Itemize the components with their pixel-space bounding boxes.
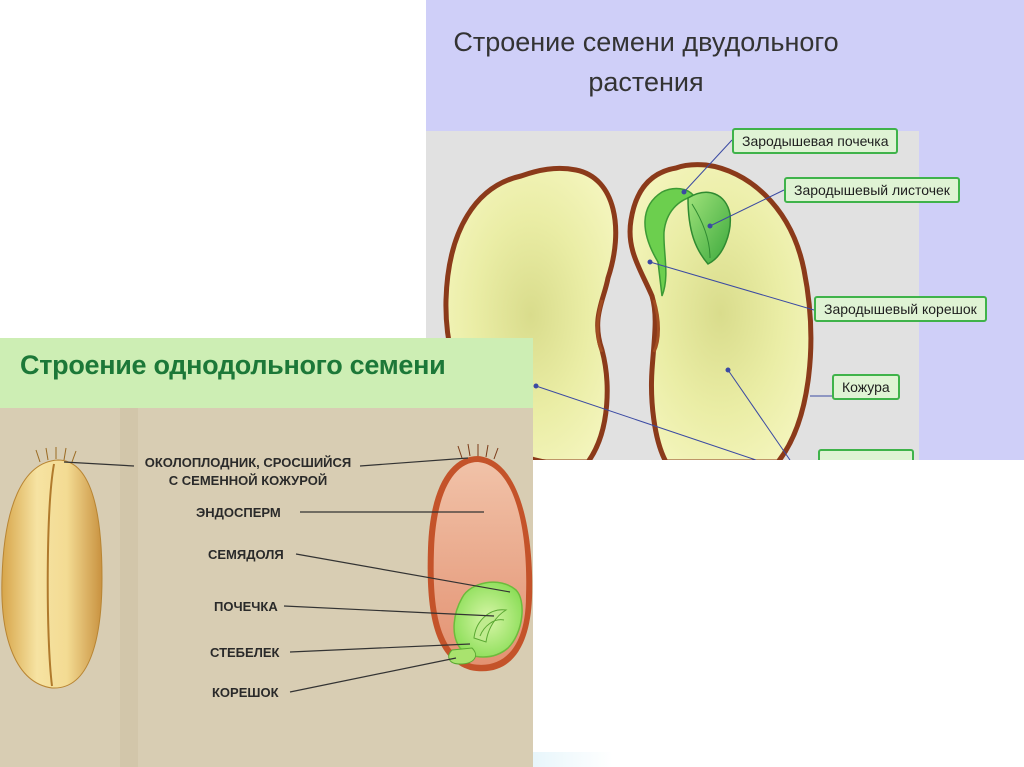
embryo-bud xyxy=(473,609,508,643)
hilum-left xyxy=(596,299,604,353)
leader-leaflet-dot xyxy=(707,223,713,229)
leader-cotyledon xyxy=(295,553,511,593)
hilum-right xyxy=(652,299,660,353)
embryo-bud-inner xyxy=(479,619,505,637)
leader-plumule xyxy=(683,139,733,193)
label-endosperm: ЭНДОСПЕРМ xyxy=(196,505,281,520)
embryo-stem-root xyxy=(448,647,476,665)
monocot-title: Строение однодольного семени xyxy=(20,350,446,380)
label-cotyledon: СЕМЯДОЛЯ xyxy=(208,547,284,562)
monocot-stripe xyxy=(120,408,138,767)
callout-cotyledon-cropped xyxy=(818,449,914,460)
leader-bud xyxy=(283,605,495,617)
monocot-seed-panel: Строение однодольного семени xyxy=(0,338,533,767)
leader-root xyxy=(289,657,457,693)
leader-plumule-dot xyxy=(681,189,687,195)
leader-cotyledon-right xyxy=(727,369,791,460)
leader-cotyledon-right-dot xyxy=(725,367,731,373)
leader-leaflet xyxy=(709,189,785,227)
monocot-seed-illustration xyxy=(0,408,533,767)
leader-stem xyxy=(289,643,471,653)
leader-pericarp-right xyxy=(359,457,469,467)
label-stem: СТЕБЕЛЕК xyxy=(210,645,280,660)
wheat-grain-hairs xyxy=(35,447,77,463)
grain-section-hairs xyxy=(457,443,499,460)
leader-cotyledon-left xyxy=(535,385,757,460)
dicot-seed-panel: Строение семени двудольного растения xyxy=(426,0,1024,460)
callout-leaflet: Зародышевый листочек xyxy=(784,177,960,203)
callout-plumule: Зародышевая почечка xyxy=(732,128,899,154)
leader-pericarp-left xyxy=(63,461,135,467)
right-cotyledon xyxy=(627,162,814,460)
dicot-seed-illustration xyxy=(443,139,832,460)
wheat-grain-crease xyxy=(46,463,55,687)
dicot-title: Строение семени двудольного растения xyxy=(453,27,839,97)
leader-radicle xyxy=(649,261,815,311)
callout-coat: Кожура xyxy=(832,374,900,400)
label-pericarp-line1: ОКОЛОПЛОДНИК, СРОСШИЙСЯ xyxy=(144,455,352,470)
slide-bottom-accent xyxy=(533,752,613,767)
callout-radicle: Зародышевый корешок xyxy=(814,296,987,322)
monocot-header: Строение однодольного семени xyxy=(0,338,533,408)
label-pericarp-line2: С СЕМЕННОЙ КОЖУРОЙ xyxy=(168,473,328,488)
wheat-grain xyxy=(1,459,103,689)
label-root: КОРЕШОК xyxy=(212,685,279,700)
leader-cotyledon-left-dot xyxy=(533,383,539,389)
label-bud: ПОЧЕЧКА xyxy=(214,599,278,614)
leader-radicle-dot xyxy=(647,259,653,265)
embryo-leaflet-vein xyxy=(691,203,711,259)
